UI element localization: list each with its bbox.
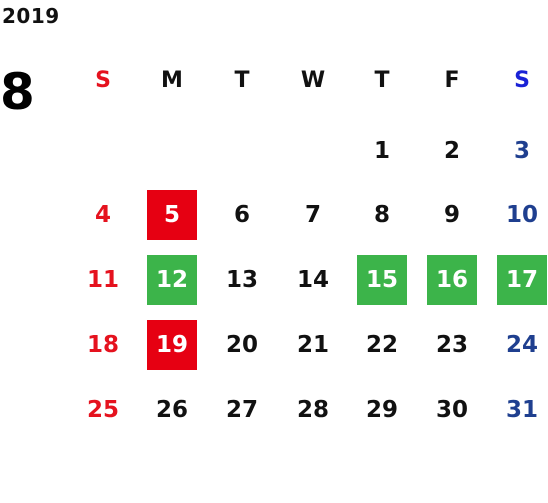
calendar-day-22[interactable]: 22 — [365, 332, 398, 358]
weekday-header-sun: S — [95, 68, 111, 93]
calendar-day-4[interactable]: 4 — [94, 202, 111, 228]
calendar-day-2[interactable]: 2 — [443, 138, 460, 164]
calendar-month: 8 — [0, 63, 35, 121]
calendar-day-6[interactable]: 6 — [233, 202, 250, 228]
calendar-day-3[interactable]: 3 — [513, 138, 530, 164]
weekday-header-sat: S — [514, 68, 530, 93]
calendar-day-19[interactable]: 19 — [147, 320, 197, 370]
calendar-day-28[interactable]: 28 — [296, 397, 329, 423]
calendar-day-9[interactable]: 9 — [443, 202, 460, 228]
calendar-day-7[interactable]: 7 — [304, 202, 321, 228]
weekday-header-fri: F — [444, 68, 460, 93]
calendar-day-27[interactable]: 27 — [225, 397, 258, 423]
calendar-day-21[interactable]: 21 — [296, 332, 329, 358]
calendar-day-18[interactable]: 18 — [86, 332, 119, 358]
calendar-day-25[interactable]: 25 — [86, 397, 119, 423]
calendar-day-30[interactable]: 30 — [435, 397, 468, 423]
weekday-header-tue: T — [234, 68, 250, 93]
calendar-day-31[interactable]: 31 — [505, 397, 538, 423]
calendar-day-20[interactable]: 20 — [225, 332, 258, 358]
calendar-day-23[interactable]: 23 — [435, 332, 468, 358]
calendar-day-12[interactable]: 12 — [147, 255, 197, 305]
weekday-header-mon: M — [161, 68, 183, 93]
calendar-day-14[interactable]: 14 — [296, 267, 329, 293]
calendar-day-15[interactable]: 15 — [357, 255, 407, 305]
calendar-day-8[interactable]: 8 — [373, 202, 390, 228]
weekday-header-wed: W — [300, 68, 326, 93]
calendar-day-10[interactable]: 10 — [505, 202, 538, 228]
calendar-day-26[interactable]: 26 — [155, 397, 188, 423]
calendar-day-5[interactable]: 5 — [147, 190, 197, 240]
weekday-header-thu: T — [374, 68, 390, 93]
calendar-day-24[interactable]: 24 — [505, 332, 538, 358]
calendar-day-17[interactable]: 17 — [497, 255, 547, 305]
calendar-day-29[interactable]: 29 — [365, 397, 398, 423]
calendar-year: 2019 — [2, 4, 60, 28]
calendar-day-11[interactable]: 11 — [86, 267, 119, 293]
calendar-day-13[interactable]: 13 — [225, 267, 258, 293]
calendar-day-1[interactable]: 1 — [373, 138, 390, 164]
calendar-day-16[interactable]: 16 — [427, 255, 477, 305]
